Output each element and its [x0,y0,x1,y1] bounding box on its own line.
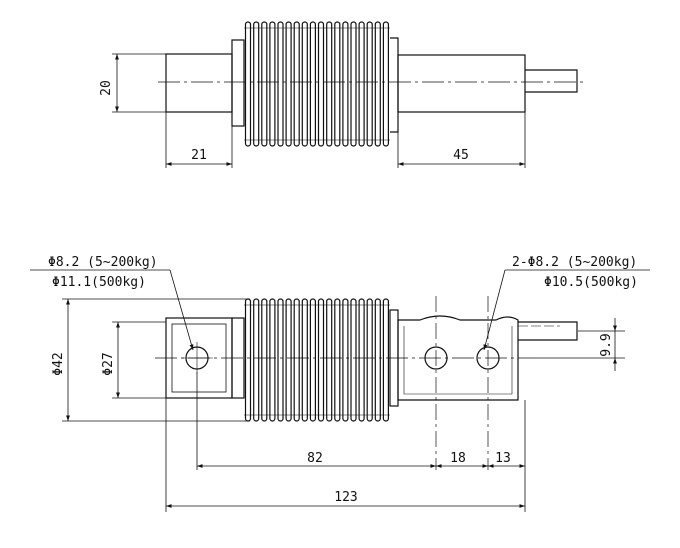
bellows-fin [253,21,260,147]
bellows-fin [382,298,389,422]
dim-left-length-label: 21 [191,148,207,163]
top-bellows [244,21,390,147]
bellows-fin [350,298,357,422]
dim-offset-label: 9.9 [599,333,614,356]
bellows-fin [261,298,268,422]
right-mount-hole-1 [424,346,448,370]
front-right-block-inner [403,326,513,395]
bellows-fin [301,298,308,422]
right-hole-note-line1: 2-Φ8.2 (5~200kg) [512,255,637,270]
bellows-fin [317,21,325,147]
bellows-fin [374,21,381,147]
bellows-fin [366,298,373,422]
bellows-fin [326,21,333,147]
bellows-fin [285,298,292,422]
bellows-fin [326,298,333,422]
bellows-fin [253,298,260,422]
bellows-fin [309,298,316,422]
top-right-block [397,54,526,113]
bellows-fin [342,21,349,147]
front-bellows [244,298,390,422]
bellows-fin [358,298,365,422]
top-left-collar [231,39,245,127]
right-hole-note-line2: Φ10.5(500kg) [544,275,638,290]
bellows-fin [366,21,373,147]
bellows-fin [350,21,357,147]
dim-inner-diameter-label: Φ27 [101,352,116,375]
left-hole-note-line1: Φ8.2 (5~200kg) [48,255,158,270]
bellows-fin [374,298,381,422]
bellows-fin [309,21,316,147]
right-mount-hole-2 [476,346,500,370]
dim-total-length-label: 123 [334,490,357,505]
bellows-fin [277,21,284,147]
bellows-fin [342,298,349,422]
bellows-fin [293,298,300,422]
bellows-fin [269,298,276,422]
top-view [112,21,585,168]
front-right-block [397,315,519,401]
dim-outer-diameter-label: Φ42 [51,352,66,375]
dim-right-length-label: 45 [453,148,469,163]
bellows-fin [334,298,341,422]
top-cable [525,69,578,93]
bellows-fin [334,21,341,147]
bellows-fin [261,21,268,147]
bellows-fin [301,21,308,147]
dim-hole-pitch-label: 18 [450,451,466,466]
dim-end-margin-label: 13 [495,451,511,466]
top-left-block [165,53,233,113]
bellows-fin [244,298,252,422]
bellows-fin [382,21,389,147]
bellows-fin [317,298,325,422]
dim-hole-span-label: 82 [307,451,323,466]
bellows-fin [269,21,276,147]
front-view [30,269,650,512]
bellows-fin [285,21,292,147]
front-left-inner [171,323,227,393]
front-cable [518,321,578,341]
bellows-fin [293,21,300,147]
bellows-fin [244,21,252,147]
front-left-collar [231,317,245,399]
bellows-fin [358,21,365,147]
top-right-collar [390,37,399,133]
bellows-fin [277,298,284,422]
dim-height-label: 20 [99,80,114,96]
left-hole-note-line2: Φ11.1(500kg) [52,275,146,290]
